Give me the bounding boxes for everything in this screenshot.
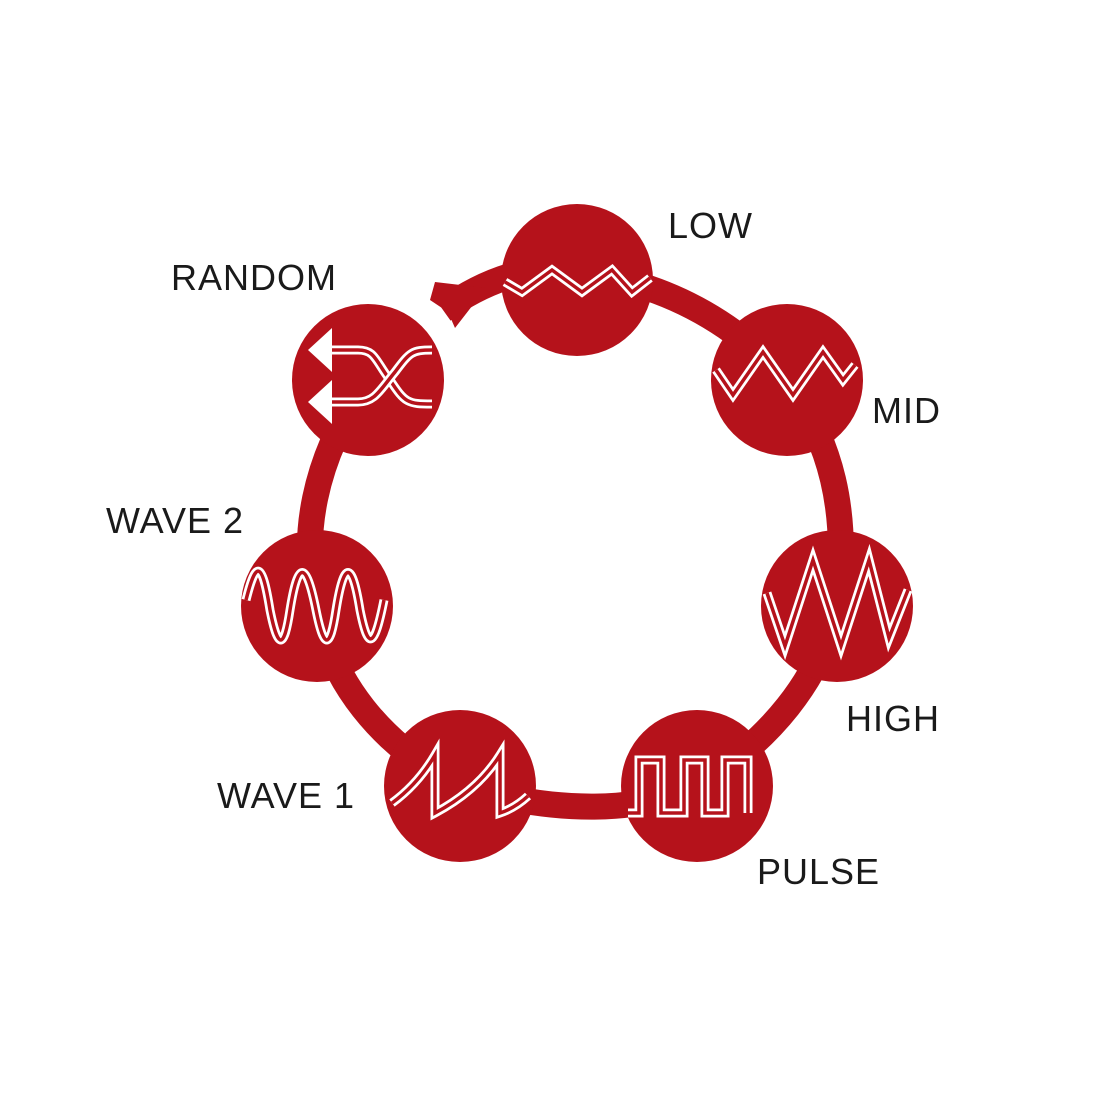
node-random-circle	[292, 304, 444, 456]
node-wave2	[241, 530, 393, 682]
node-label-wave1: WAVE 1	[217, 775, 355, 816]
node-low	[501, 204, 653, 356]
node-label-low: LOW	[668, 205, 753, 246]
node-high	[761, 530, 913, 682]
sine-wave-icon	[241, 566, 389, 645]
node-label-wave2: WAVE 2	[106, 500, 244, 541]
node-pulse	[621, 710, 773, 862]
high-triangle-wave-icon	[762, 543, 913, 661]
shuffle-icon	[308, 328, 433, 424]
node-label-high: HIGH	[846, 698, 940, 739]
node-wave1-circle	[384, 710, 536, 862]
node-random	[292, 304, 444, 456]
node-label-pulse: PULSE	[757, 851, 880, 892]
node-wave1	[384, 710, 536, 862]
node-mid	[711, 304, 863, 456]
node-label-mid: MID	[872, 390, 941, 431]
low-triangle-wave-icon	[502, 263, 653, 299]
node-low-circle	[501, 204, 653, 356]
node-label-random: RANDOM	[171, 257, 337, 298]
square-pulse-wave-icon	[628, 755, 753, 818]
cycle-arrow-icon	[430, 282, 486, 328]
node-high-circle	[761, 530, 913, 682]
sawtooth-wave-icon	[389, 738, 532, 821]
node-pulse-circle	[621, 710, 773, 862]
mid-triangle-wave-icon	[712, 344, 859, 403]
